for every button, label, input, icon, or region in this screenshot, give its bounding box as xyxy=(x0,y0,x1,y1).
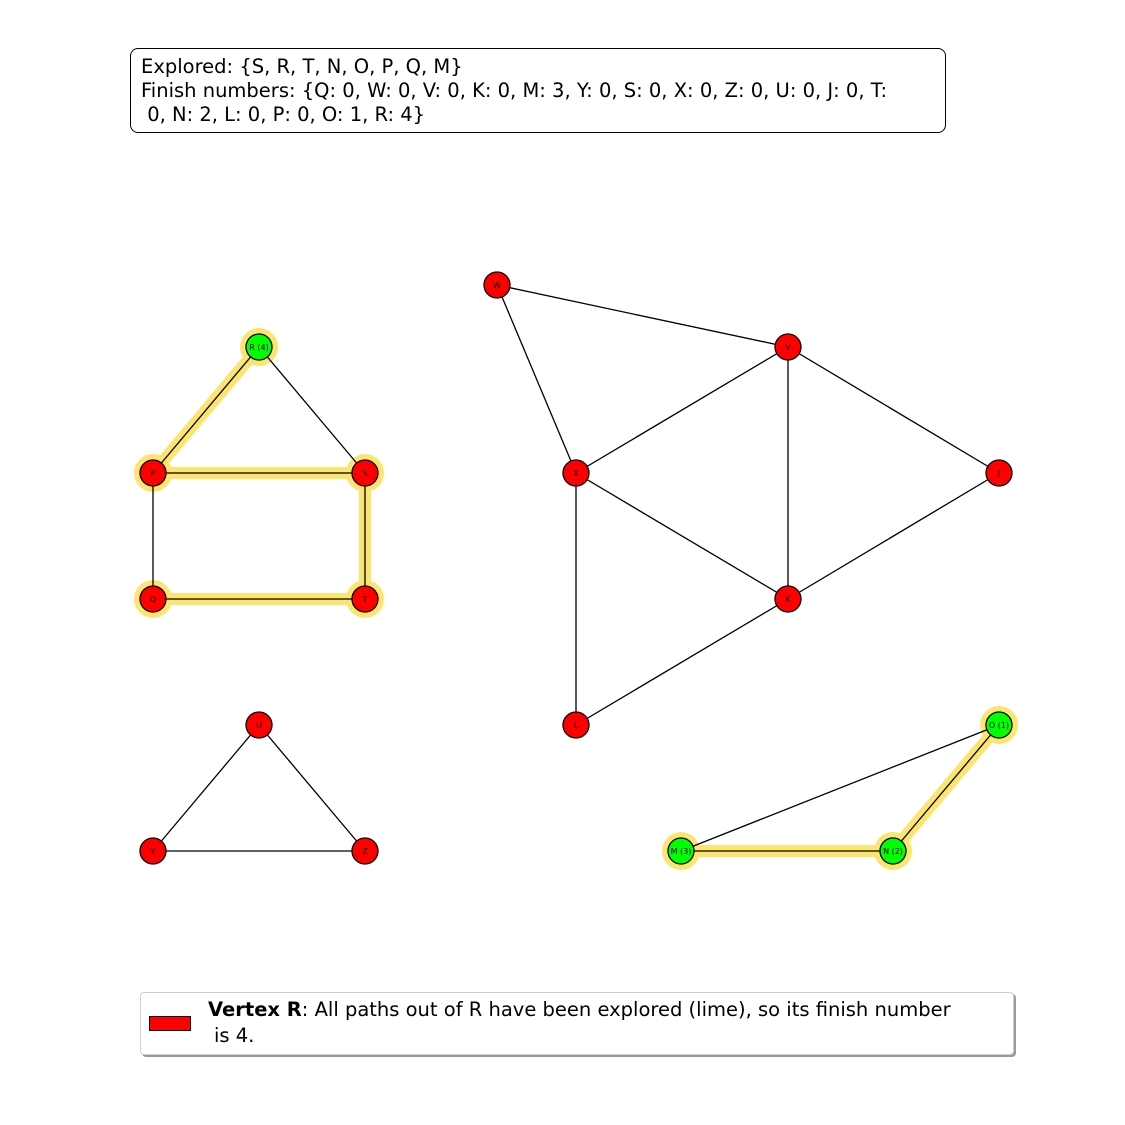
node-O xyxy=(985,711,1013,739)
node-label-O: O (1) xyxy=(989,721,1009,730)
edge-R-S xyxy=(258,346,366,474)
node-label-T: T xyxy=(362,595,368,604)
node-label-Z: Z xyxy=(362,847,368,856)
edge-V-J xyxy=(787,346,1000,474)
node-L xyxy=(562,711,590,739)
edge-U-Y xyxy=(152,724,260,852)
edge-W-X xyxy=(496,284,577,474)
node-label-N: N (2) xyxy=(883,847,903,856)
node-label-V: V xyxy=(785,343,791,352)
legend-text-line-2: is 4. xyxy=(214,1024,255,1047)
edge-O-M xyxy=(680,724,1000,852)
node-label-K: K xyxy=(785,595,791,604)
node-T xyxy=(351,585,379,613)
node-M xyxy=(667,837,695,865)
node-Y xyxy=(139,837,167,865)
explored-set-text: Explored: {S, R, T, N, O, P, Q, M} xyxy=(141,55,463,78)
node-W xyxy=(483,271,511,299)
edge-layer xyxy=(152,284,1000,852)
node-V xyxy=(774,333,802,361)
edge-O-N xyxy=(892,724,1000,852)
edge-W-V xyxy=(496,284,789,348)
legend-text-line-1: : All paths out of R have been explored … xyxy=(301,998,951,1021)
node-J xyxy=(985,459,1013,487)
node-label-S: S xyxy=(362,469,367,478)
edge-X-K xyxy=(575,472,789,600)
node-label-U: U xyxy=(256,721,262,730)
node-label-L: L xyxy=(574,721,579,730)
edge-R-P xyxy=(152,346,260,474)
finish-numbers-text-line-2: 0, N: 2, L: 0, P: 0, O: 1, R: 4} xyxy=(141,103,426,126)
node-label-Q: Q xyxy=(150,595,156,604)
legend-swatch xyxy=(149,1016,191,1031)
node-R xyxy=(245,333,273,361)
node-K xyxy=(774,585,802,613)
node-label-R: R (4) xyxy=(249,343,268,352)
node-S xyxy=(351,459,379,487)
edge-U-Z xyxy=(258,724,366,852)
node-layer: R (4) P S Q T W V X J K L U Y Z O (1) M (3) N (2) xyxy=(139,271,1013,865)
edge-K-L xyxy=(575,598,789,726)
node-U xyxy=(245,711,273,739)
node-Q xyxy=(139,585,167,613)
legend: Vertex R: All paths out of R have been e… xyxy=(140,992,1014,1055)
node-Z xyxy=(351,837,379,865)
status-box: Explored: {S, R, T, N, O, P, Q, M} Finis… xyxy=(130,48,946,133)
node-label-J: J xyxy=(997,469,1000,478)
edge-J-K xyxy=(787,472,1000,600)
node-label-Y: Y xyxy=(150,847,156,856)
edge-V-X xyxy=(575,346,789,474)
node-label-P: P xyxy=(151,469,156,478)
node-label-W: W xyxy=(493,281,501,290)
legend-bold-label: Vertex R xyxy=(208,998,302,1021)
finish-numbers-text-line-1: Finish numbers: {Q: 0, W: 0, V: 0, K: 0,… xyxy=(141,79,888,102)
node-P xyxy=(139,459,167,487)
node-N xyxy=(879,837,907,865)
node-label-X: X xyxy=(573,469,579,478)
node-label-M: M (3) xyxy=(671,847,692,856)
node-X xyxy=(562,459,590,487)
legend-text: Vertex R: All paths out of R have been e… xyxy=(208,997,1008,1049)
